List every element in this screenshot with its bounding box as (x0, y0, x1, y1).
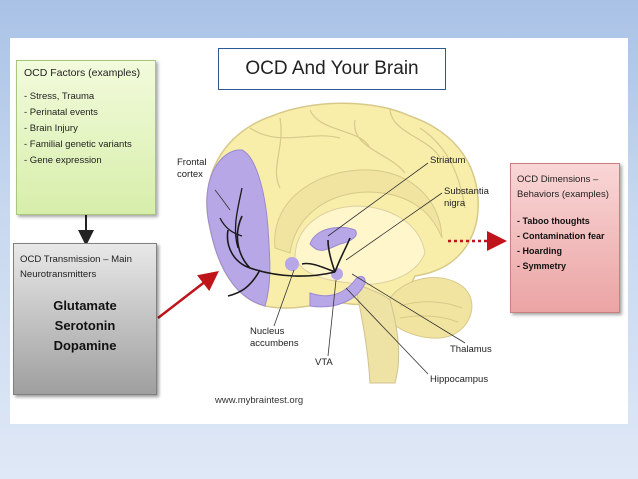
dimension-item: - Hoarding (517, 246, 562, 256)
neurotransmitter-list: Glutamate Serotonin Dopamine (20, 296, 150, 356)
striatum-label: Striatum (430, 155, 466, 166)
nucleus-label-line2: accumbens (250, 338, 299, 349)
factors-box: OCD Factors (examples) - Stress, Trauma … (16, 60, 156, 215)
dimension-item: - Contamination fear (517, 231, 605, 241)
brainstem (354, 282, 400, 384)
substantia-label-line2: nigra (444, 198, 466, 209)
vta-label: VTA (315, 357, 333, 368)
hippocampus-label: Hippocampus (430, 374, 489, 385)
nucleus-accumbens-label: Nucleus accumbens (250, 326, 299, 350)
red-arrow (157, 270, 219, 319)
brain-illustration (78, 102, 507, 384)
striatum-region (309, 226, 357, 251)
neurotransmitter-item: Serotonin (54, 318, 116, 333)
credit-text: www.mybraintest.org (215, 395, 304, 406)
dimensions-header: OCD Dimensions – Behaviors (examples) (517, 172, 613, 202)
nucleus-label-line1: Nucleus (250, 326, 285, 337)
page-title: OCD And Your Brain (218, 48, 446, 90)
transmission-header: OCD Transmission – Main Neurotransmitter… (20, 252, 150, 282)
factor-item: - Brain Injury (24, 123, 78, 134)
frontal-cortex-label: Frontal cortex (177, 157, 207, 181)
cerebellum (389, 277, 473, 339)
substantia-label-line1: Substantia (444, 186, 489, 197)
substantia-nigra-label: Substantia nigra (444, 186, 489, 210)
factor-item: - Gene expression (24, 155, 102, 166)
transmission-header-line2: Neurotransmitters (20, 269, 97, 280)
factor-item: - Perinatal events (24, 107, 98, 118)
frontal-label-line2: cortex (177, 169, 203, 180)
dimensions-header-line1: OCD Dimensions – (517, 174, 599, 185)
factor-item: - Stress, Trauma (24, 91, 95, 102)
dimensions-header-line2: Behaviors (examples) (517, 189, 609, 200)
factors-header: OCD Factors (examples) (24, 67, 141, 79)
transmission-box: OCD Transmission – Main Neurotransmitter… (13, 243, 157, 395)
factor-item: - Familial genetic variants (24, 139, 132, 150)
neurotransmitter-item: Glutamate (53, 298, 117, 313)
corpus-callosum (274, 169, 443, 254)
dimension-item: - Symmetry (517, 261, 567, 271)
nucleus-accumbens-region (285, 257, 299, 271)
factors-list: - Stress, Trauma - Perinatal events - Br… (24, 91, 148, 166)
dimensions-box: OCD Dimensions – Behaviors (examples) - … (510, 163, 620, 313)
dimension-item: - Taboo thoughts (517, 216, 590, 226)
frontal-label-line1: Frontal (177, 157, 207, 168)
transmission-header-line1: OCD Transmission – Main (20, 254, 132, 265)
neurotransmitter-item: Dopamine (53, 338, 117, 353)
slide: OCD Factors (examples) - Stress, Trauma … (10, 38, 628, 424)
hippocampus-region (309, 275, 366, 308)
dimensions-list: - Taboo thoughts - Contamination fear - … (517, 216, 613, 271)
thalamus-label: Thalamus (450, 344, 492, 355)
